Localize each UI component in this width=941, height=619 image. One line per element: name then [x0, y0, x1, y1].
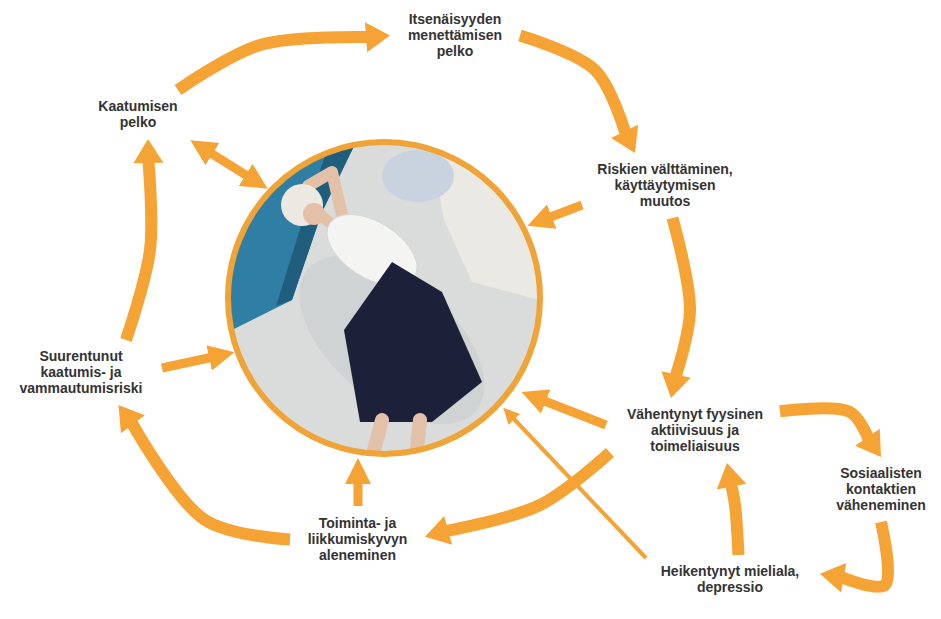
cycle-label: Kaatumisen pelko	[92, 98, 184, 130]
cycle-node: Riskien välttäminen, käyttäytymisen muut…	[590, 158, 740, 213]
arrow-shaft	[780, 408, 869, 439]
arrow-shaft	[842, 522, 888, 587]
cycle-label: Itsenäisyyden menettämisen pelko	[399, 11, 511, 59]
arrow-head	[717, 463, 746, 489]
cycle-label: Vähentynyt fyysinen aktiivisuus ja toime…	[619, 406, 771, 454]
cycle-arrow	[178, 22, 390, 90]
photo-ring	[228, 142, 540, 454]
arrow-shaft	[132, 423, 290, 540]
cycle-arrow	[661, 218, 690, 398]
arrow-shaft	[673, 218, 691, 376]
arrow-head	[611, 125, 638, 153]
cycle-arrow	[425, 453, 610, 545]
center-arrows	[162, 152, 646, 558]
cycle-arrow	[820, 522, 888, 593]
cycle-label: Riskien välttäminen, käyttäytymisen muut…	[594, 161, 736, 209]
cycle-label: Toiminta- ja liikkumiskyvyn aleneminen	[299, 515, 416, 563]
arrow-shaft	[178, 37, 368, 90]
cycle-node: Kaatumisen pelko	[88, 95, 188, 134]
arrow-shaft	[446, 453, 610, 531]
cycle-arrow	[780, 408, 881, 457]
arrow	[162, 357, 213, 368]
cycle-label: Sosiaalisten kontaktien väheneminen	[830, 465, 932, 513]
arrow-head	[365, 22, 390, 52]
cycle-arrow	[717, 463, 746, 555]
arrow	[542, 400, 606, 425]
cycle-arrow	[119, 405, 291, 540]
arrow	[548, 205, 582, 218]
arrow	[354, 480, 363, 506]
thin-arrow	[513, 418, 646, 558]
cycle-label: Suurentunut kaatumis- ja vammautumisrisk…	[10, 348, 152, 396]
cycle-node: Suurentunut kaatumis- ja vammautumisrisk…	[6, 345, 156, 400]
arrow-shaft	[126, 161, 151, 340]
fallen-woman-photo	[228, 142, 540, 458]
arrow-shaft	[731, 485, 738, 555]
arrow-head	[119, 405, 145, 433]
cycle-node: Itsenäisyyden menettämisen pelko	[395, 8, 515, 63]
arrow-head	[855, 429, 881, 457]
cycle-node: Vähentynyt fyysinen aktiivisuus ja toime…	[615, 403, 775, 458]
arrow-head	[820, 563, 846, 593]
arrow-head	[133, 139, 163, 163]
cycle-label: Heikentynyt mieliala, depressio	[649, 563, 811, 595]
cycle-node: Heikentynyt mieliala, depressio	[645, 560, 815, 599]
arrow-head	[661, 371, 690, 398]
cycle-arrow	[126, 139, 163, 340]
cycle-arrow	[520, 36, 638, 154]
cycle-node: Sosiaalisten kontaktien väheneminen	[826, 462, 936, 517]
double-arrow	[209, 152, 249, 177]
arrow-head	[425, 516, 452, 545]
arrow-shaft	[520, 36, 625, 134]
cycle-node: Toiminta- ja liikkumiskyvyn aleneminen	[295, 512, 420, 567]
